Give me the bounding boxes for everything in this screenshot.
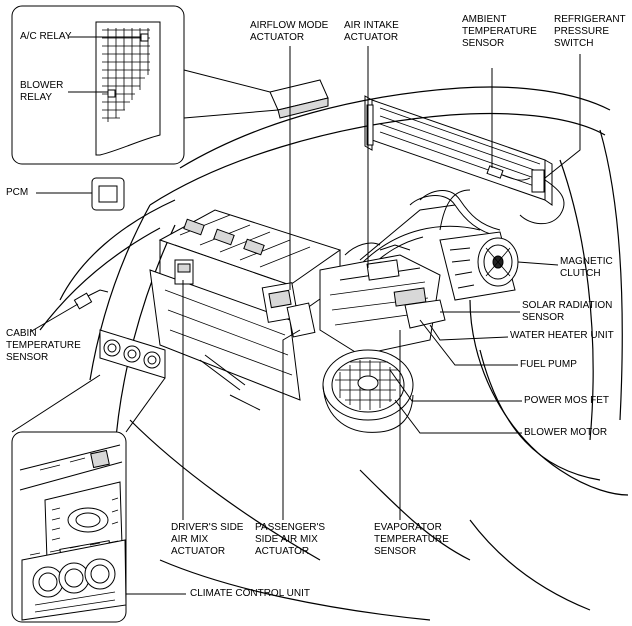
- label-passengers-side-air-mix-actuator: PASSENGER'S SIDE AIR MIX ACTUATOR: [255, 522, 326, 557]
- label-ac-relay: A/C RELAY: [20, 31, 72, 42]
- label-evaporator-temperature-sensor: EVAPORATOR TEMPERATURE SENSOR: [374, 522, 449, 557]
- label-drivers-side-air-mix-actuator: DRIVER'S SIDE AIR MIX ACTUATOR: [171, 522, 244, 557]
- label-solar-radiation-sensor: SOLAR RADIATION SENSOR: [522, 300, 613, 323]
- label-airflow-mode-actuator: AIRFLOW MODE ACTUATOR: [250, 20, 329, 43]
- refrigerant-lines: [359, 189, 501, 273]
- pcm-module: [91, 177, 125, 211]
- label-fuel-pump: FUEL PUMP: [520, 359, 577, 370]
- label-cabin-temperature-sensor: CABIN TEMPERATURE SENSOR: [6, 328, 81, 363]
- label-air-intake-actuator: AIR INTAKE ACTUATOR: [344, 20, 399, 43]
- label-magnetic-clutch: MAGNETIC CLUTCH: [560, 256, 613, 279]
- cabin-temperature-sensor: [73, 289, 109, 310]
- compressor: [439, 231, 519, 301]
- label-blower-relay: BLOWER RELAY: [20, 80, 64, 103]
- label-refrigerant-pressure-switch: REFRIGERANT PRESSURE SWITCH: [554, 14, 626, 49]
- label-ambient-temperature-sensor: AMBIENT TEMPERATURE SENSOR: [462, 14, 537, 49]
- label-blower-motor: BLOWER MOTOR: [524, 427, 608, 438]
- dashboard-inset: [11, 374, 166, 623]
- leader-lines: [29, 36, 581, 595]
- blower-motor: [322, 349, 414, 433]
- intake-housing: [319, 242, 446, 356]
- label-pcm: PCM: [6, 187, 29, 198]
- vehicle-body-outline: [39, 86, 629, 621]
- climate-control-panel: [99, 329, 166, 379]
- label-water-heater-unit: WATER HEATER UNIT: [510, 330, 614, 341]
- relay-box-callout: [11, 5, 329, 165]
- condenser: [364, 95, 565, 225]
- hvac-unit: [149, 209, 342, 411]
- label-power-mos-fet: POWER MOS FET: [524, 395, 609, 406]
- label-climate-control-unit: CLIMATE CONTROL UNIT: [190, 588, 311, 599]
